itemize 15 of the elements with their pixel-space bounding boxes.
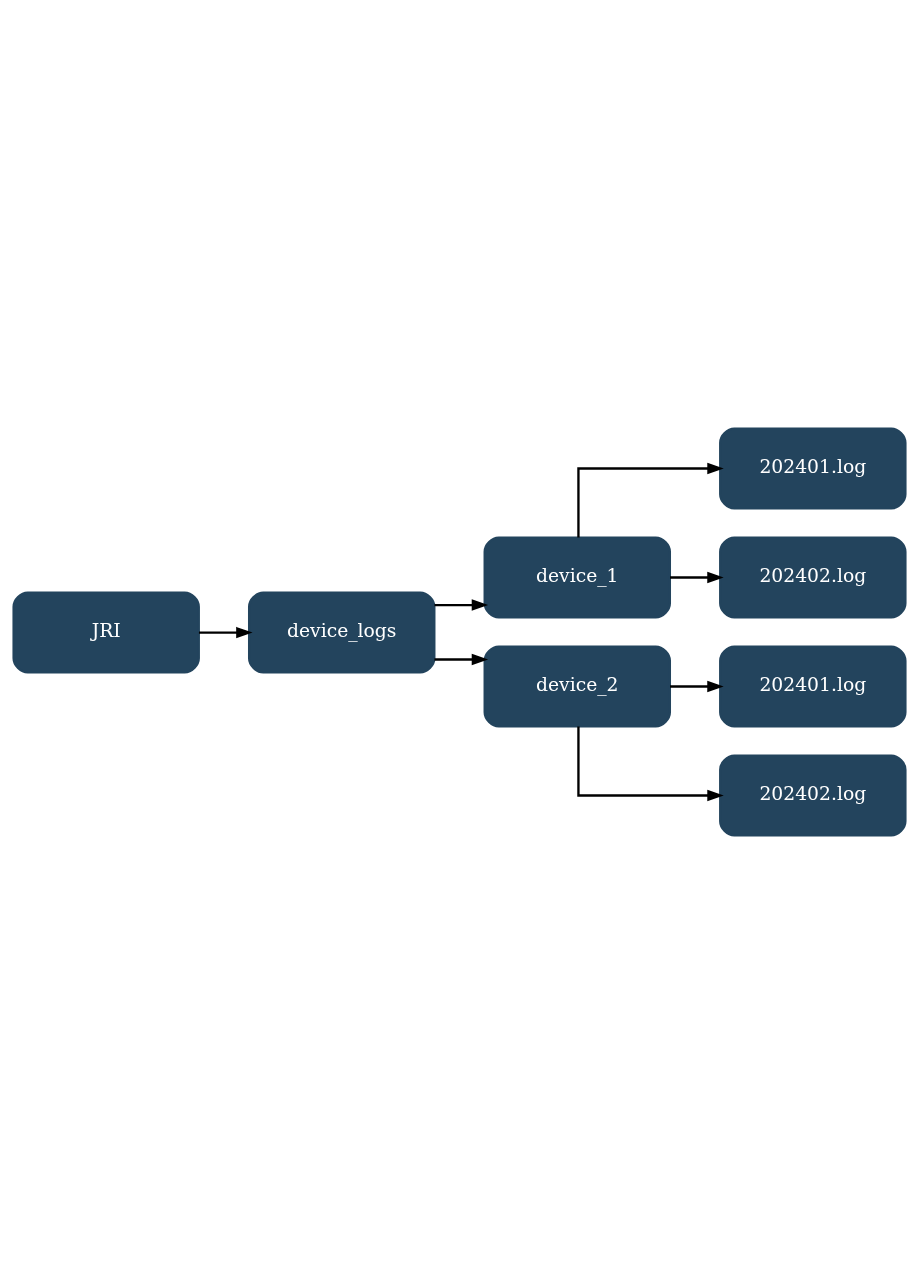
arrow <box>670 571 724 583</box>
arrow <box>577 725 724 801</box>
arrow <box>577 462 724 538</box>
arrow <box>434 653 489 665</box>
arrow <box>434 598 489 611</box>
node-box: 202401.log <box>719 645 907 727</box>
node-box: device_1 <box>483 536 671 618</box>
node-box: device_2 <box>483 645 671 727</box>
node-box: 202401.log <box>719 427 907 510</box>
node-box: 202402.log <box>719 753 907 836</box>
arrow <box>198 626 253 638</box>
node-box: device_logs <box>248 591 436 674</box>
node-box: JRI <box>12 591 200 674</box>
arrow <box>670 680 724 692</box>
node-box: 202402.log <box>719 536 907 618</box>
